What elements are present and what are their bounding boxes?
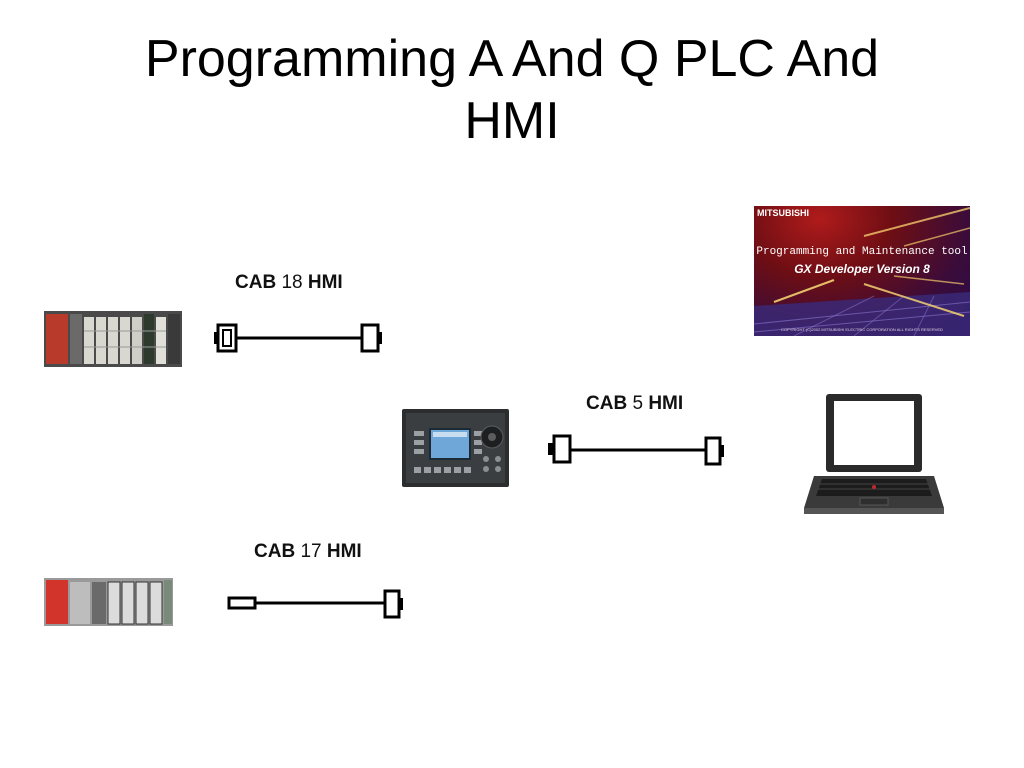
a-series-plc-icon	[44, 311, 182, 367]
cab18-label: CAB 18 HMI	[235, 272, 343, 294]
cab5-label-prefix: CAB	[586, 393, 628, 414]
splash-line2: GX Developer Version 8	[794, 262, 930, 276]
gx-developer-splash: MITSUBISHI Programming and Maintenance t…	[754, 206, 970, 336]
cab17-label-suffix: HMI	[326, 541, 362, 562]
splash-rays-graphic	[754, 207, 970, 336]
slide-title-line2: HMI	[464, 92, 560, 150]
cab18-label-suffix: HMI	[307, 272, 343, 293]
cab18-label-prefix: CAB	[235, 272, 277, 293]
splash-line1: Programming and Maintenance tool	[756, 246, 968, 258]
cab17-label-number: 17	[300, 541, 322, 562]
hmi-panel-icon	[402, 409, 509, 487]
cab18-cable	[214, 323, 382, 353]
laptop-icon	[804, 394, 944, 514]
splash-brand: MITSUBISHI	[757, 208, 810, 218]
splash-copyright: COPYRIGHT (C)2002 MITSUBISHI ELECTRIC CO…	[781, 327, 943, 332]
q-series-plc-icon	[44, 578, 173, 626]
cab5-label: CAB 5 HMI	[586, 393, 683, 415]
cab5-label-suffix: HMI	[648, 393, 684, 414]
cab5-label-number: 5	[632, 393, 644, 414]
slide-title-line1: Programming A And Q PLC And	[144, 30, 880, 88]
cab5-cable	[548, 434, 724, 466]
cab17-label: CAB 17 HMI	[254, 541, 362, 563]
cab18-label-number: 18	[281, 272, 303, 293]
cab17-label-prefix: CAB	[254, 541, 296, 562]
slide-title: Programming A And Q PLC And HMI	[0, 28, 1024, 152]
cab17-cable	[227, 589, 403, 619]
